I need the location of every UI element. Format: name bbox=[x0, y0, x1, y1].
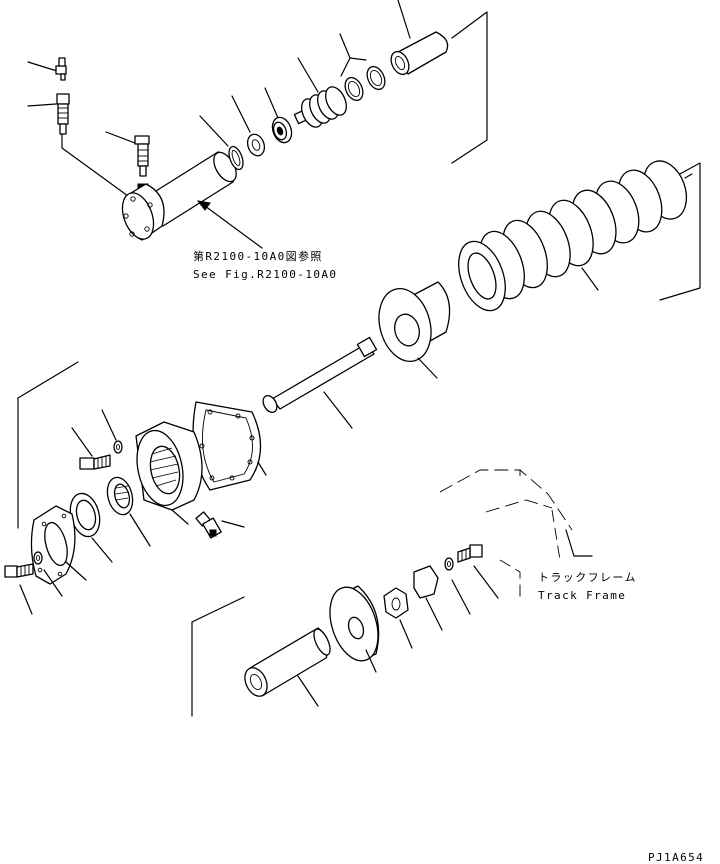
top-group-bracket bbox=[397, 0, 488, 164]
piston-rings bbox=[339, 33, 386, 102]
piston-seal bbox=[264, 87, 293, 144]
recoil-spring bbox=[458, 160, 693, 312]
drawing-code: PJ1A654 bbox=[648, 851, 705, 864]
cylinder-body bbox=[121, 151, 237, 241]
bushing-ring bbox=[69, 492, 113, 563]
lock-washer-lower bbox=[33, 551, 63, 597]
track-frame-outline bbox=[439, 469, 593, 600]
grease-fitting bbox=[27, 57, 67, 81]
lock-washer-right bbox=[444, 557, 471, 615]
figure-reference-japanese: 第R2100-10A0図参照 bbox=[193, 250, 323, 263]
lock-washer-upper bbox=[101, 409, 123, 454]
plug-bolt bbox=[105, 131, 150, 193]
figure-reference-english: See Fig.R2100-10A0 bbox=[193, 268, 338, 281]
clip-plate bbox=[413, 565, 443, 631]
snap-ring bbox=[199, 115, 244, 171]
track-frame-label-english: Track Frame bbox=[538, 589, 627, 602]
rod-sleeve bbox=[390, 31, 449, 76]
check-valve bbox=[27, 93, 129, 197]
hex-nut bbox=[106, 476, 151, 547]
idler-shaft bbox=[244, 627, 331, 707]
reference-arrow bbox=[196, 200, 263, 249]
bolt-lower-left bbox=[4, 563, 34, 615]
recoil-spring-bracket bbox=[659, 162, 701, 301]
cylinder-housing bbox=[135, 421, 203, 525]
bolt-right bbox=[457, 544, 499, 599]
middle-group-bracket bbox=[17, 361, 79, 529]
washer bbox=[231, 95, 266, 157]
spring-seat bbox=[378, 281, 451, 379]
sensor-fitting bbox=[195, 511, 245, 539]
collar-nut bbox=[383, 587, 413, 649]
bolt-upper bbox=[71, 427, 111, 470]
track-frame-label-japanese: トラックフレーム bbox=[538, 571, 637, 584]
yoke-disk bbox=[329, 585, 380, 673]
piston bbox=[293, 57, 347, 128]
bottom-group-bracket bbox=[191, 596, 245, 717]
gasket bbox=[192, 401, 267, 491]
tension-rod bbox=[262, 336, 378, 429]
flange-plate bbox=[30, 505, 87, 585]
